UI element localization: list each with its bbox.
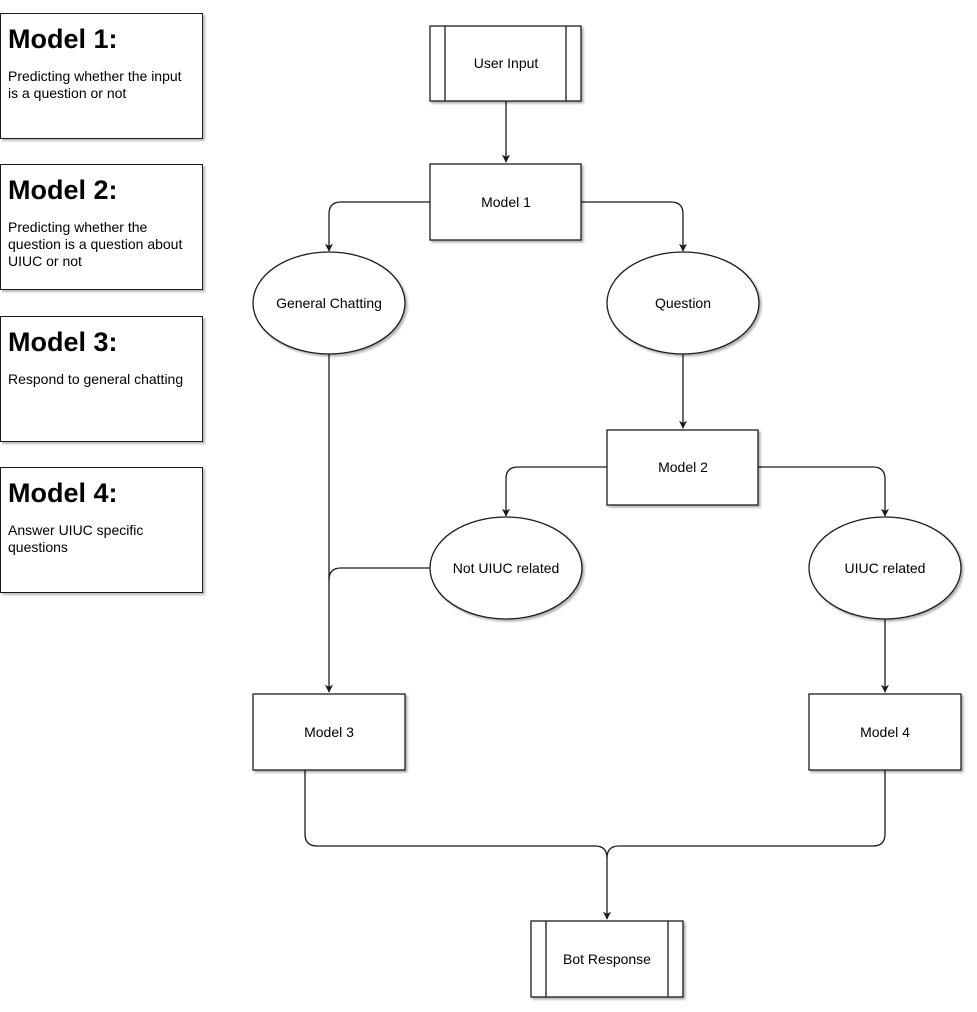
node-user-input: User Input	[429, 25, 582, 102]
edge-model-3-to-bot-response	[304, 770, 611, 920]
node-not-uiuc-related: Not UIUC related	[429, 516, 583, 620]
node-label-model-3: Model 3	[304, 724, 354, 740]
node-model-2: Model 2	[606, 429, 759, 506]
legend-model-1: Model 1: Predicting whether the input is…	[0, 13, 203, 139]
node-general-chatting: General Chatting	[252, 251, 406, 355]
node-label-model-1: Model 1	[481, 194, 531, 210]
edge-model-2-to-uiuc-related	[758, 466, 889, 517]
legend-description-model-4: Answer UIUC specific questions	[8, 522, 144, 555]
node-label-model-2: Model 2	[658, 459, 708, 475]
legend-title-model-4: Model 4:	[8, 478, 118, 508]
legend-description-model-2: Predicting whether the question is a que…	[8, 219, 183, 269]
node-label-uiuc-related: UIUC related	[845, 560, 926, 576]
edge-model-1-to-question	[581, 201, 687, 252]
legend-title-model-2: Model 2:	[8, 175, 118, 205]
edge-not-uiuc-related-to-model-3	[328, 567, 430, 581]
legend-title-model-1: Model 1:	[8, 24, 118, 54]
node-label-user-input: User Input	[474, 55, 539, 71]
node-question: Question	[606, 251, 760, 355]
edge-model-1-to-general-chatting	[325, 201, 430, 252]
node-label-model-4: Model 4	[860, 724, 910, 740]
node-label-question: Question	[655, 295, 711, 311]
node-model-1: Model 1	[429, 163, 582, 241]
legend-model-4: Model 4: Answer UIUC specific questions	[0, 467, 203, 593]
node-label-not-uiuc-related: Not UIUC related	[453, 560, 560, 576]
node-model-4: Model 4	[808, 693, 962, 771]
legend-description-model-1: Predicting whether the input is a questi…	[8, 68, 182, 101]
legend-title-model-3: Model 3:	[8, 327, 118, 357]
node-bot-response: Bot Response	[530, 920, 684, 998]
node-label-bot-response: Bot Response	[563, 951, 651, 967]
connectors	[304, 101, 889, 920]
legend-model-3: Model 3: Respond to general chatting	[0, 316, 203, 442]
node-label-general-chatting: General Chatting	[276, 295, 382, 311]
edge-model-4-to-bot-response	[606, 770, 886, 859]
legend-model-2: Model 2: Predicting whether the question…	[0, 164, 203, 290]
node-uiuc-related: UIUC related	[808, 516, 962, 620]
node-model-3: Model 3	[252, 693, 406, 771]
edge-model-2-to-not-uiuc-related	[502, 466, 607, 517]
legend-description-model-3: Respond to general chatting	[8, 371, 184, 387]
